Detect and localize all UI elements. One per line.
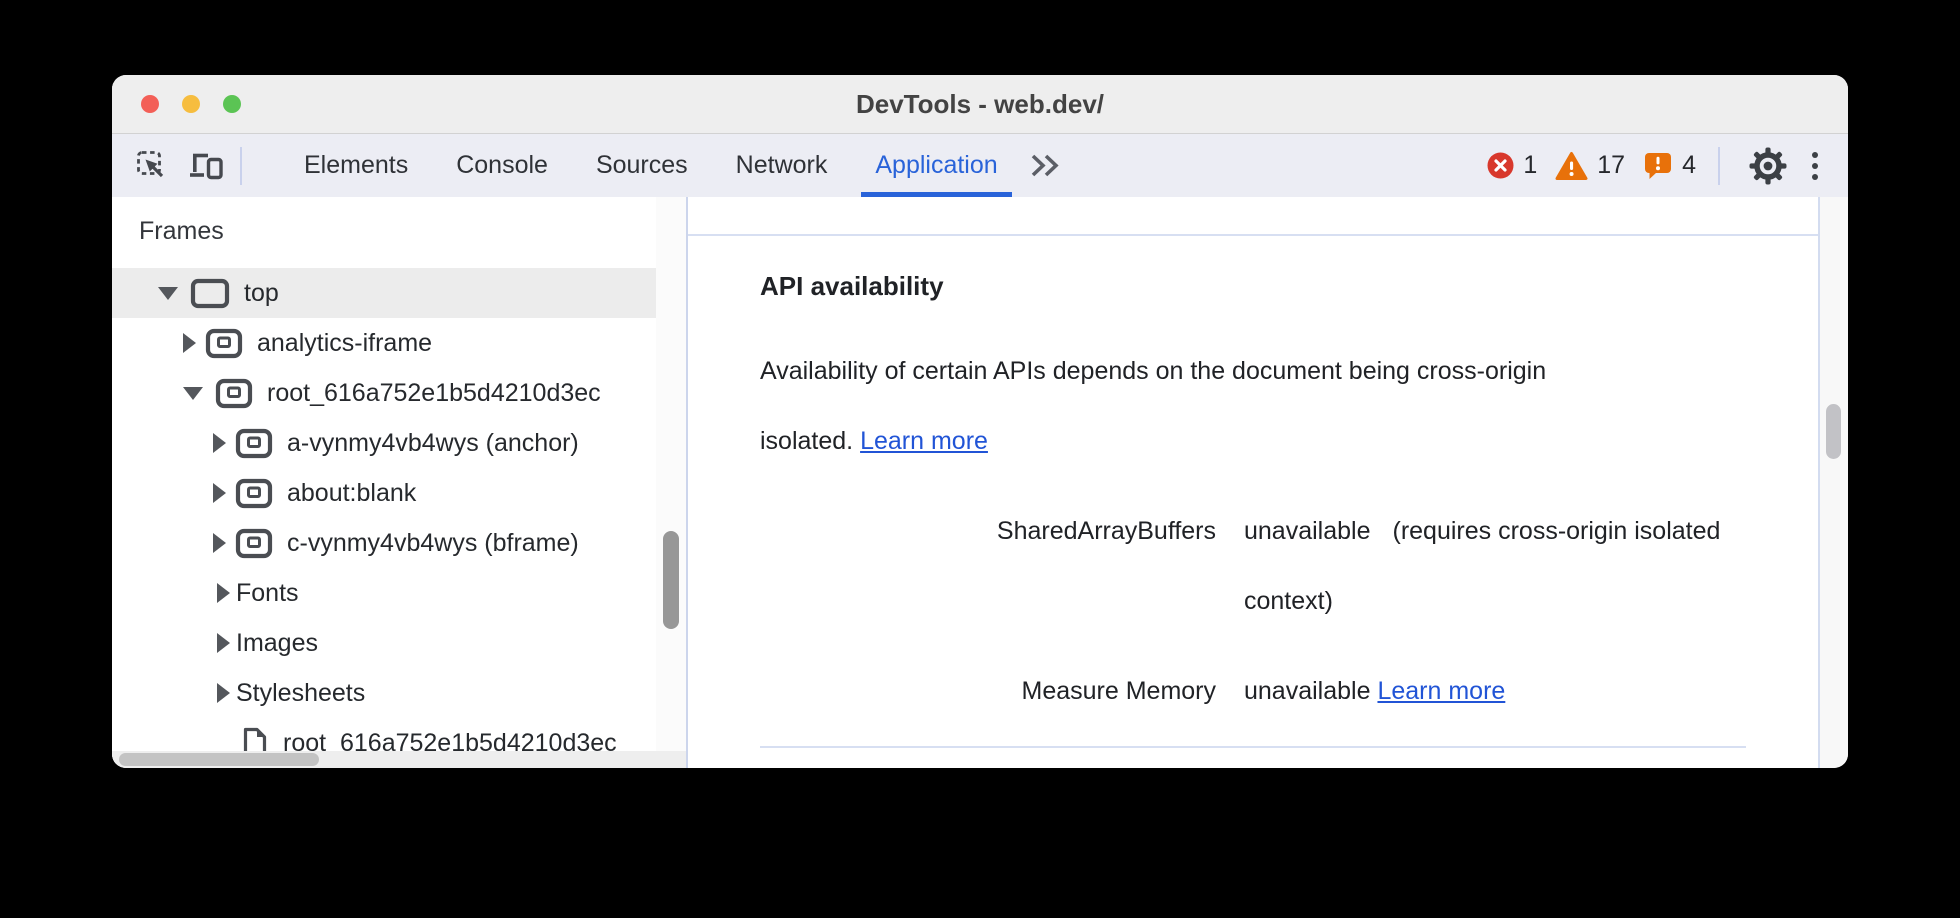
toolbar-separator — [240, 146, 242, 185]
tree-item-label: c-vynmy4vb4wys (bframe) — [287, 528, 579, 557]
error-icon — [1487, 152, 1514, 179]
tree-item-anchor-frame[interactable]: a-vynmy4vb4wys (anchor) — [112, 418, 686, 468]
tree-item-analytics-iframe[interactable]: analytics-iframe — [112, 318, 686, 368]
tree-item-top[interactable]: top — [112, 268, 686, 318]
chevron-right-icon[interactable] — [217, 633, 230, 653]
issues-icon — [1643, 151, 1673, 180]
tree-item-label: Stylesheets — [236, 678, 366, 707]
iframe-icon — [205, 327, 243, 359]
section-divider — [688, 197, 1818, 236]
sidebar-vertical-scrollbar[interactable] — [656, 197, 686, 768]
window-title: DevTools - web.dev/ — [855, 88, 1104, 119]
tree-item-about-blank[interactable]: about:blank — [112, 468, 686, 518]
frame-icon — [190, 277, 230, 309]
tree-item-label: Images — [236, 628, 318, 657]
tree-item-fonts[interactable]: Fonts — [112, 568, 686, 618]
learn-more-link[interactable]: Learn more — [860, 427, 988, 455]
chevron-right-icon[interactable] — [217, 683, 230, 703]
warning-icon — [1555, 151, 1588, 181]
api-status: unavailable — [1244, 677, 1371, 705]
chevron-down-icon[interactable] — [158, 286, 178, 300]
more-options-kebab-icon[interactable] — [1808, 148, 1822, 184]
more-tabs-icon[interactable] — [1028, 152, 1064, 180]
tree-item-label: Fonts — [236, 578, 299, 607]
tree-item-label: a-vynmy4vb4wys (anchor) — [287, 428, 579, 457]
sidebar-horizontal-scrollbar[interactable] — [112, 751, 686, 768]
description-line-1: Availability of certain APIs depends on … — [760, 357, 1547, 385]
traffic-lights — [141, 95, 241, 113]
close-window-button[interactable] — [141, 95, 159, 113]
api-status: unavailable — [1244, 517, 1371, 545]
content-vertical-scrollbar-thumb[interactable] — [1826, 404, 1841, 459]
chevron-right-icon[interactable] — [183, 333, 196, 353]
devtools-window: DevTools - web.dev/ Elements Console Sou… — [112, 75, 1848, 768]
toolbar-separator — [1718, 146, 1720, 185]
settings-gear-icon[interactable] — [1748, 146, 1788, 186]
issue-counters[interactable]: 1 17 4 — [1487, 151, 1696, 181]
application-panel-body: Frames top analytics-iframe — [112, 197, 1848, 768]
api-row-value: unavailable Learn more — [1244, 656, 1734, 726]
minimize-window-button[interactable] — [182, 95, 200, 113]
chevron-down-icon[interactable] — [183, 386, 203, 400]
table-row-gap — [760, 636, 1734, 656]
frame-details-view: API availability Availability of certain… — [688, 197, 1818, 768]
tree-item-label: root_616a752e1b5d4210d3ec — [267, 378, 601, 407]
title-bar: DevTools - web.dev/ — [112, 75, 1848, 134]
iframe-icon — [215, 377, 253, 409]
tree-item-bframe[interactable]: c-vynmy4vb4wys (bframe) — [112, 518, 686, 568]
chevron-right-icon[interactable] — [213, 533, 226, 553]
tree-item-label: analytics-iframe — [257, 328, 433, 357]
toggle-device-toolbar-icon[interactable] — [188, 151, 224, 181]
chevron-right-icon[interactable] — [217, 583, 230, 603]
panel-tabs: Elements Console Sources Network Applica… — [280, 134, 1064, 197]
chevron-right-icon[interactable] — [213, 433, 226, 453]
zoom-window-button[interactable] — [223, 95, 241, 113]
devtools-toolbar: Elements Console Sources Network Applica… — [112, 134, 1848, 197]
tree-item-root-frame[interactable]: root_616a752e1b5d4210d3ec — [112, 368, 686, 418]
api-availability-table: SharedArrayBuffers unavailable(requires … — [760, 496, 1746, 726]
section-divider — [760, 746, 1746, 768]
api-status-detail: (requires cross-origin isolated context) — [1244, 517, 1721, 615]
description-line-2: isolated. Learn more — [760, 427, 988, 455]
api-availability-heading: API availability — [760, 271, 944, 301]
tree-item-label: top — [244, 278, 279, 307]
api-row-value: unavailable(requires cross-origin isolat… — [1244, 496, 1734, 636]
api-availability-description: Availability of certain APIs depends on … — [760, 336, 1746, 476]
tab-console[interactable]: Console — [456, 151, 548, 179]
iframe-icon — [235, 427, 273, 459]
sidebar-vertical-scrollbar-thumb[interactable] — [663, 531, 679, 629]
sidebar-horizontal-scrollbar-thumb[interactable] — [119, 753, 319, 766]
content-vertical-scrollbar[interactable] — [1818, 197, 1848, 768]
issues-count: 4 — [1682, 151, 1696, 179]
iframe-icon — [235, 477, 273, 509]
tab-sources[interactable]: Sources — [595, 151, 688, 179]
tab-application[interactable]: Application — [851, 134, 1021, 197]
tree-item-images[interactable]: Images — [112, 618, 686, 668]
frames-section-header[interactable]: Frames — [139, 217, 224, 245]
iframe-icon — [235, 527, 273, 559]
tree-item-label: about:blank — [287, 478, 417, 507]
learn-more-link[interactable]: Learn more — [1377, 677, 1506, 705]
api-row-label: Measure Memory — [1021, 677, 1217, 705]
frames-sidebar: Frames top analytics-iframe — [112, 197, 688, 768]
error-count: 1 — [1523, 151, 1538, 179]
tab-network[interactable]: Network — [735, 151, 828, 179]
tab-elements[interactable]: Elements — [304, 151, 409, 179]
api-row-label: SharedArrayBuffers — [996, 517, 1216, 545]
warning-count: 17 — [1597, 151, 1626, 179]
tree-item-stylesheets[interactable]: Stylesheets — [112, 668, 686, 718]
inspect-element-icon[interactable] — [136, 150, 168, 182]
chevron-right-icon[interactable] — [213, 483, 226, 503]
